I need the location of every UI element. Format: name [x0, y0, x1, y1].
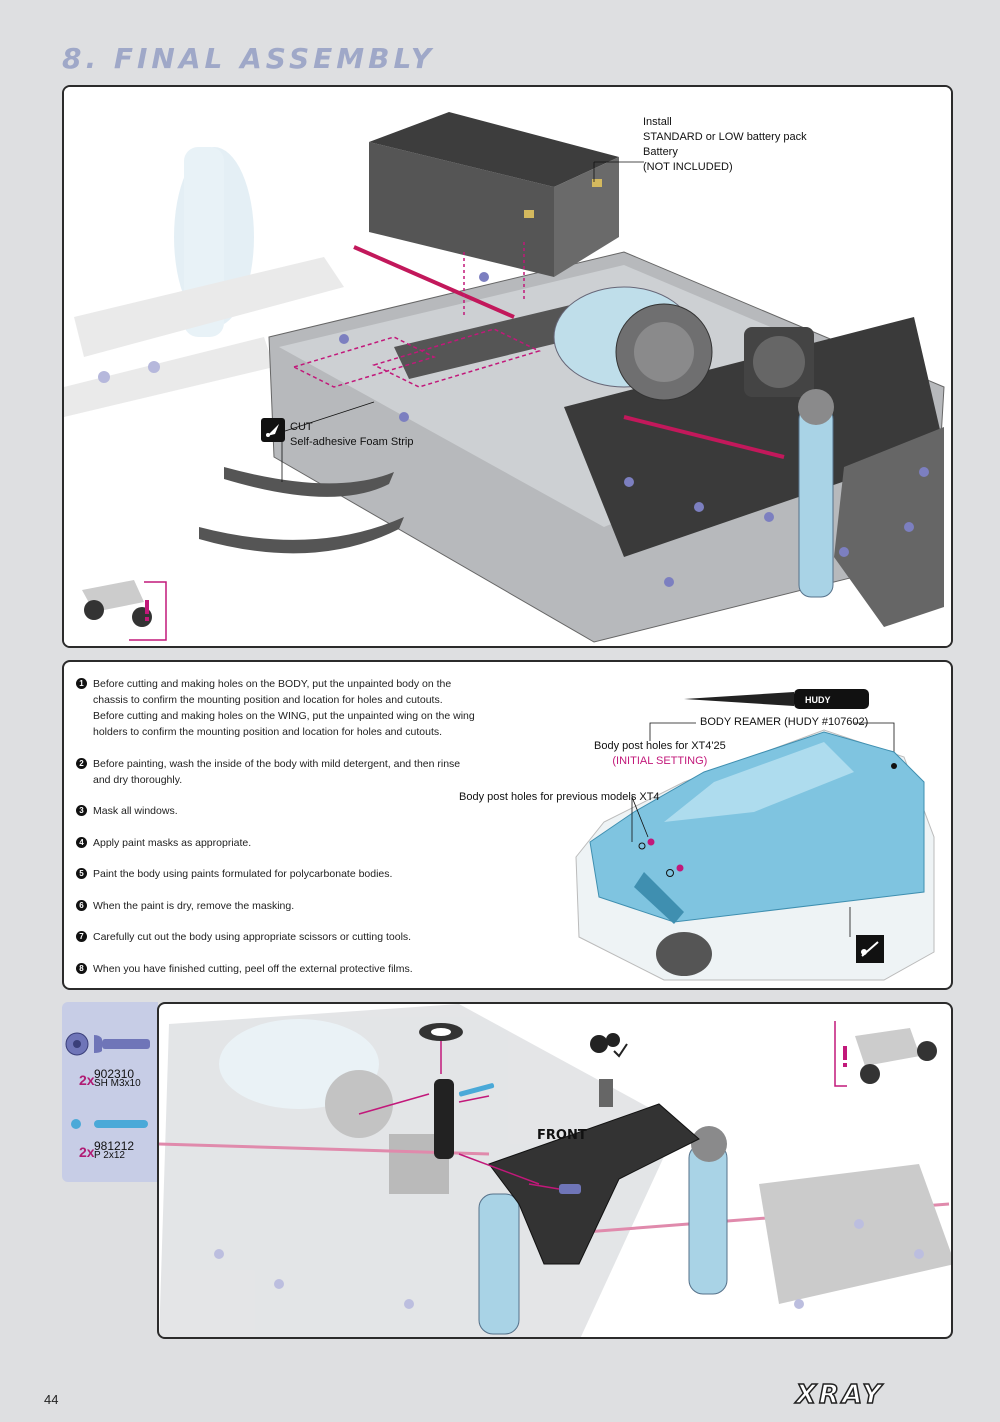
- foam-callout: CUT Self-adhesive Foam Strip: [290, 420, 414, 450]
- step-number: 6: [76, 899, 87, 911]
- part-code: 981212 P 2x12: [94, 1139, 135, 1161]
- list-item: 4 Apply paint masks as appropriate.: [76, 835, 476, 851]
- part-number: 981212: [94, 1139, 135, 1153]
- step-number: 8: [76, 962, 87, 974]
- step-list: 1 Before cutting and making holes on the …: [76, 676, 476, 988]
- page-title: 8. FINAL ASSEMBLY: [62, 42, 436, 75]
- part-code: 902310 SH M3x10: [94, 1067, 141, 1089]
- part-description: P 2x12: [94, 1150, 125, 1161]
- initial-setting-label: (INITIAL SETTING): [612, 755, 708, 767]
- front-label: FRONT: [537, 1128, 587, 1143]
- step-text: Mask all windows.: [93, 805, 178, 817]
- parts-box: 2x 902310 SH M3x10 2x 981212 P 2x12: [62, 1002, 158, 1182]
- step-number: 7: [76, 931, 87, 942]
- current-holes-callout: Body post holes for XT4'25 (INITIAL SETT…: [594, 739, 726, 769]
- current-holes-label: Body post holes for XT4'25: [594, 740, 726, 752]
- list-item: 5 Paint the body using paints formulated …: [76, 866, 476, 882]
- step-text: Before cutting and making holes on the B…: [93, 678, 475, 738]
- step-number: 2: [76, 757, 87, 769]
- step-number: 5: [76, 868, 87, 879]
- step-text: When the paint is dry, remove the maskin…: [93, 899, 295, 912]
- body-mount-illustration: [159, 1004, 951, 1337]
- body-mount-panel: FRONT: [157, 1002, 953, 1339]
- parts-illustration: [65, 1032, 150, 1129]
- previous-holes-label: Body post holes for previous models XT4: [459, 791, 660, 803]
- part-number: 902310: [94, 1067, 135, 1081]
- step-number: 3: [76, 805, 87, 816]
- body-preparation-panel: 1 Before cutting and making holes on the …: [62, 660, 953, 990]
- list-item: 6 When the paint is dry, remove the maski…: [76, 898, 476, 914]
- battery-line1: Battery: [643, 146, 678, 158]
- list-item: 2 Before painting, wash the inside of the…: [76, 756, 476, 788]
- part-quantity: 2x: [79, 1072, 95, 1088]
- reamer-brand: HUDY: [805, 695, 831, 705]
- foam-strip-label: Self-adhesive Foam Strip: [290, 436, 414, 448]
- step-text: When you have finished cutting, peel off…: [93, 962, 413, 975]
- install-line2: STANDARD or LOW battery pack: [643, 131, 807, 143]
- step-text: Apply paint masks as appropriate.: [93, 836, 252, 849]
- brand-logo: XRAY: [795, 1379, 885, 1411]
- install-callout: Install STANDARD or LOW battery pack Bat…: [643, 115, 807, 175]
- install-line1: Install: [643, 116, 672, 128]
- battery-install-panel: Install STANDARD or LOW battery pack Bat…: [62, 85, 953, 648]
- body-reamer-label: BODY REAMER (HUDY #107602): [700, 716, 869, 728]
- list-item: 8 When you have finished cutting, peel of…: [76, 961, 476, 977]
- step-text: Before painting, wash the inside of the …: [93, 757, 461, 786]
- cut-icon: [261, 418, 285, 442]
- page-number: 44: [44, 1392, 59, 1407]
- step-text: Paint the body using paints formulated f…: [93, 868, 393, 880]
- step-number: 1: [76, 678, 87, 689]
- part-description: SH M3x10: [94, 1078, 141, 1089]
- list-item: 1 Before cutting and making holes on the …: [76, 676, 476, 740]
- list-item: 7 Carefully cut out the body using approp…: [76, 929, 476, 945]
- part-quantity: 2x: [79, 1144, 95, 1160]
- battery-line2: (NOT INCLUDED): [643, 161, 733, 173]
- step-number: 4: [76, 836, 87, 848]
- list-item: 3 Mask all windows.: [76, 803, 476, 819]
- step-text: Carefully cut out the body using appropr…: [93, 931, 412, 943]
- chassis-illustration: [64, 87, 951, 646]
- cut-label: CUT: [290, 421, 313, 433]
